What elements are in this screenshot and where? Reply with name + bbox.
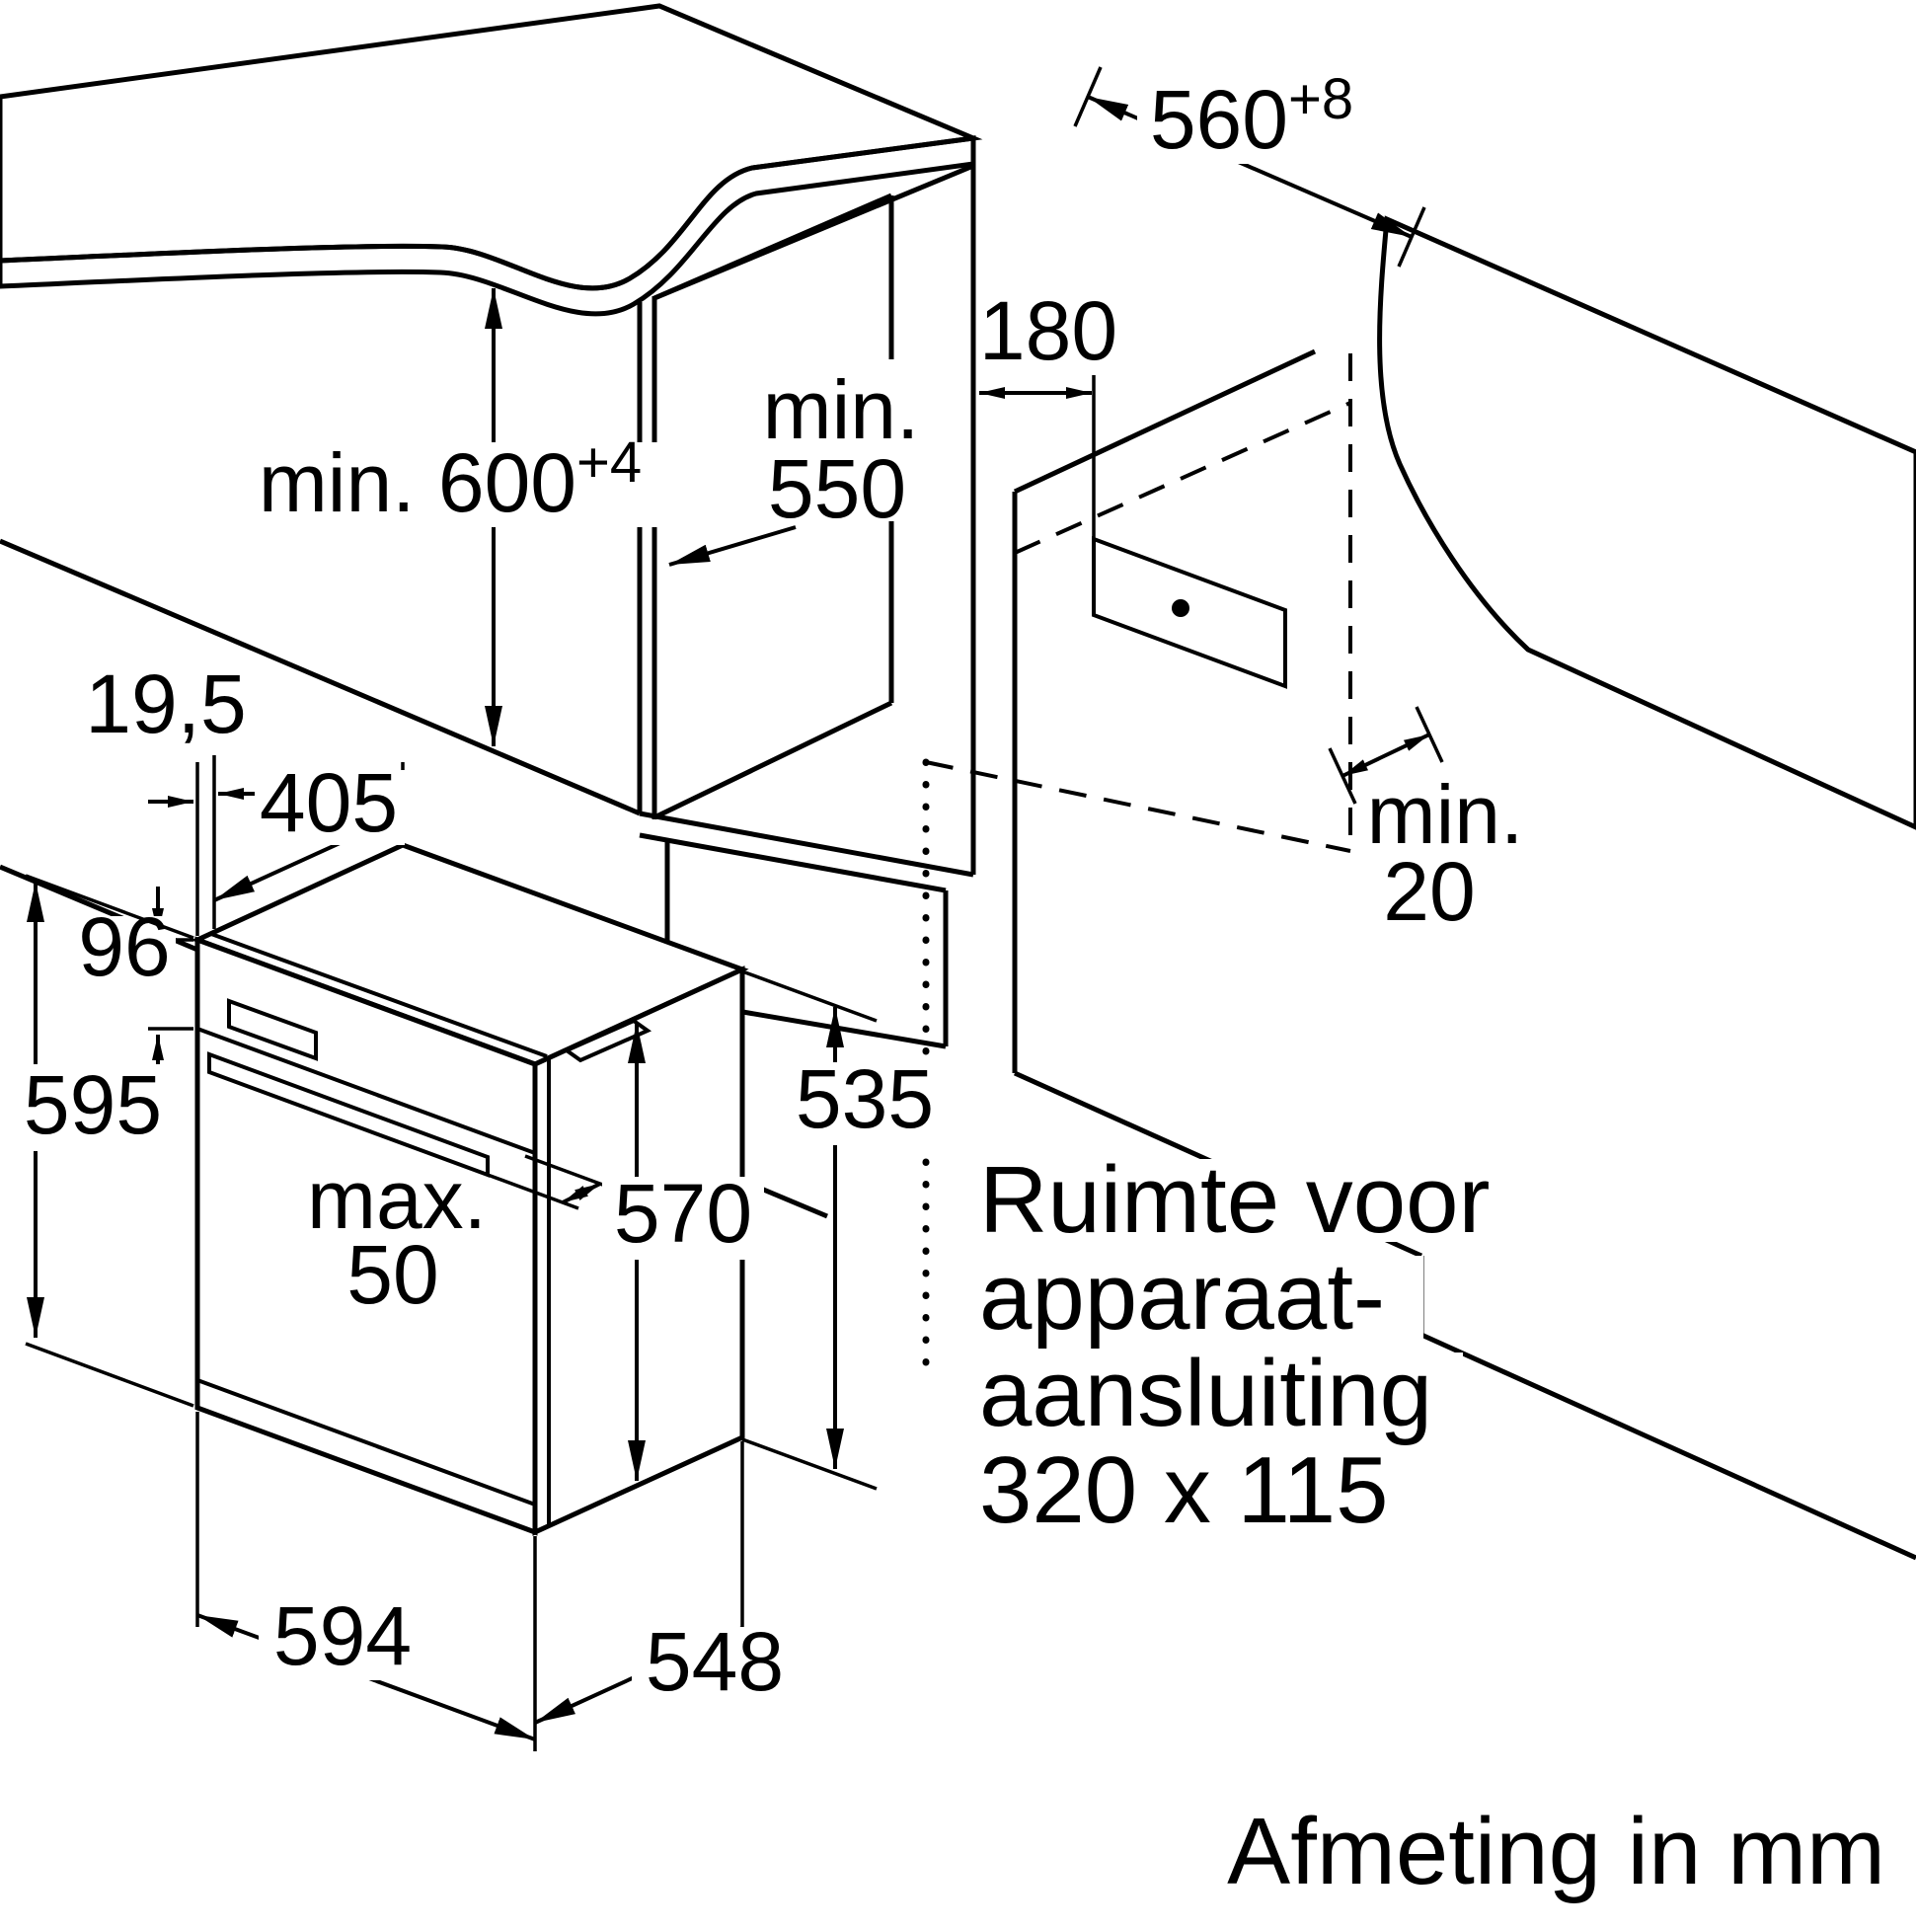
dim-niche-depth-label-1: min. xyxy=(763,363,920,456)
dim-top-depth: 405 xyxy=(213,756,405,902)
dim-socket-offset-label: 180 xyxy=(979,284,1117,377)
dim-front-lip-label: 19,5 xyxy=(85,657,247,750)
dim-handle-clearance-label-1: max. xyxy=(307,1153,487,1246)
dim-niche-width-label: 560+8 xyxy=(1150,67,1353,166)
dim-rear-body-height: 535 xyxy=(741,969,946,1491)
door-bottom-line xyxy=(196,1378,536,1507)
dim-appliance-height-label: 595 xyxy=(24,1058,162,1151)
worktop xyxy=(0,3,983,317)
dim-handle-clearance: max. 50 xyxy=(307,1153,617,1321)
dim-handle-clearance-label-2: 50 xyxy=(346,1228,438,1321)
dim-body-height: 570 xyxy=(602,1023,764,1481)
dim-appliance-width: 594 xyxy=(195,1412,537,1751)
dim-niche-height: min. 600+4 xyxy=(237,288,663,746)
dim-panel-height: 96 xyxy=(73,887,193,1082)
frame-lip-line-top xyxy=(210,932,548,1058)
dim-socket-offset: 180 xyxy=(979,284,1117,399)
dim-rear-gap-label-2: 20 xyxy=(1383,845,1475,938)
control-panel-line xyxy=(196,1027,536,1155)
dim-rear-gap: min. 20 xyxy=(1328,706,1524,938)
connection-cutout-hatch xyxy=(1092,536,1287,689)
connection-point-dot xyxy=(1172,599,1189,617)
dim-body-depth: 548 xyxy=(534,1441,800,1725)
worktop-edge-band xyxy=(0,135,976,317)
connection-space-note-line-1: Ruimte voor xyxy=(979,1147,1491,1253)
dim-niche-height-label: min. 600+4 xyxy=(259,430,642,529)
notes: Ruimte voor apparaat- aansluiting 320 x … xyxy=(969,1147,1885,1904)
oven-front-face xyxy=(194,936,538,1536)
connection-space-note-line-2: apparaat- xyxy=(979,1244,1385,1350)
dim-body-depth-label: 548 xyxy=(646,1615,784,1708)
wall-cutout xyxy=(1377,215,1916,830)
dim-rear-body-height-label: 535 xyxy=(796,1052,934,1145)
vent-slot xyxy=(562,1018,652,1063)
worktop-surface xyxy=(0,3,983,291)
hidden-edges-dashed xyxy=(925,353,1352,853)
dim-body-height-label: 570 xyxy=(614,1167,752,1260)
dim-panel-height-label: 96 xyxy=(78,900,170,993)
dim-rear-gap-label-1: min. xyxy=(1367,768,1524,861)
display-window xyxy=(227,998,318,1061)
dim-niche-width: 560+8 xyxy=(1073,66,1426,268)
units-note: Afmeting in mm xyxy=(1227,1799,1885,1904)
connection-space-note-line-4: 320 x 115 xyxy=(979,1437,1389,1543)
dim-appliance-height: 595 xyxy=(16,874,194,1408)
dim-niche-depth-label-2: 550 xyxy=(768,442,906,535)
dim-niche-depth: min. 550 xyxy=(668,359,940,567)
connection-space-note-line-3: aansluiting xyxy=(979,1341,1432,1446)
dim-appliance-width-label: 594 xyxy=(273,1589,412,1682)
dim-top-depth-label: 405 xyxy=(260,756,398,849)
tall-cabinet xyxy=(637,163,976,1049)
